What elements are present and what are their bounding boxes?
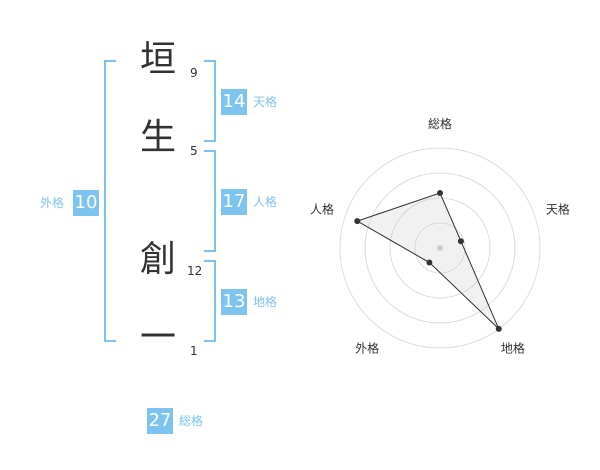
- radar-grid-ring: [339, 147, 541, 349]
- radar-axis-label: 総格: [428, 116, 452, 131]
- radar-axis-label: 天格: [546, 202, 570, 217]
- stroke-count-2: 5: [190, 144, 198, 158]
- jinkaku-label: 人格: [253, 195, 278, 209]
- radar-center: [437, 245, 443, 251]
- radar-axis-label: 地格: [501, 340, 525, 355]
- gaikaku-label: 外格: [40, 196, 65, 210]
- name-char-2: 生: [140, 117, 177, 158]
- jinkaku-bracket: [204, 150, 216, 252]
- radar-point: [457, 238, 464, 245]
- radar-axis-label: 外格: [355, 340, 379, 355]
- radar-point: [437, 190, 443, 196]
- tenkaku-value: 14: [221, 89, 247, 115]
- stroke-count-3: 12: [187, 264, 203, 278]
- name-char-4: 一: [140, 317, 177, 358]
- name-char-1: 垣: [140, 39, 177, 80]
- stroke-count-4: 1: [190, 344, 198, 358]
- jinkaku-value: 17: [221, 189, 247, 215]
- chikaku-value: 13: [221, 289, 247, 315]
- name-char-3: 創: [140, 239, 177, 280]
- radar-point: [495, 325, 502, 332]
- chikaku-label: 地格: [253, 295, 278, 309]
- radar-grid-ring: [389, 197, 491, 299]
- tenkaku-label: 天格: [253, 95, 278, 109]
- tenkaku-bracket: [204, 60, 216, 142]
- chikaku-bracket: [204, 260, 216, 342]
- gaikaku-bracket: [104, 60, 116, 342]
- radar-grid-ring: [364, 172, 516, 324]
- soukaku-value: 27: [147, 408, 173, 434]
- radar-point: [426, 259, 433, 266]
- radar-point: [354, 218, 361, 225]
- radar-axis-label: 人格: [310, 202, 334, 217]
- soukaku-label: 総格: [179, 414, 204, 428]
- gaikaku-value: 10: [73, 190, 99, 216]
- radar-shape: [354, 190, 502, 332]
- stroke-count-1: 9: [190, 66, 198, 80]
